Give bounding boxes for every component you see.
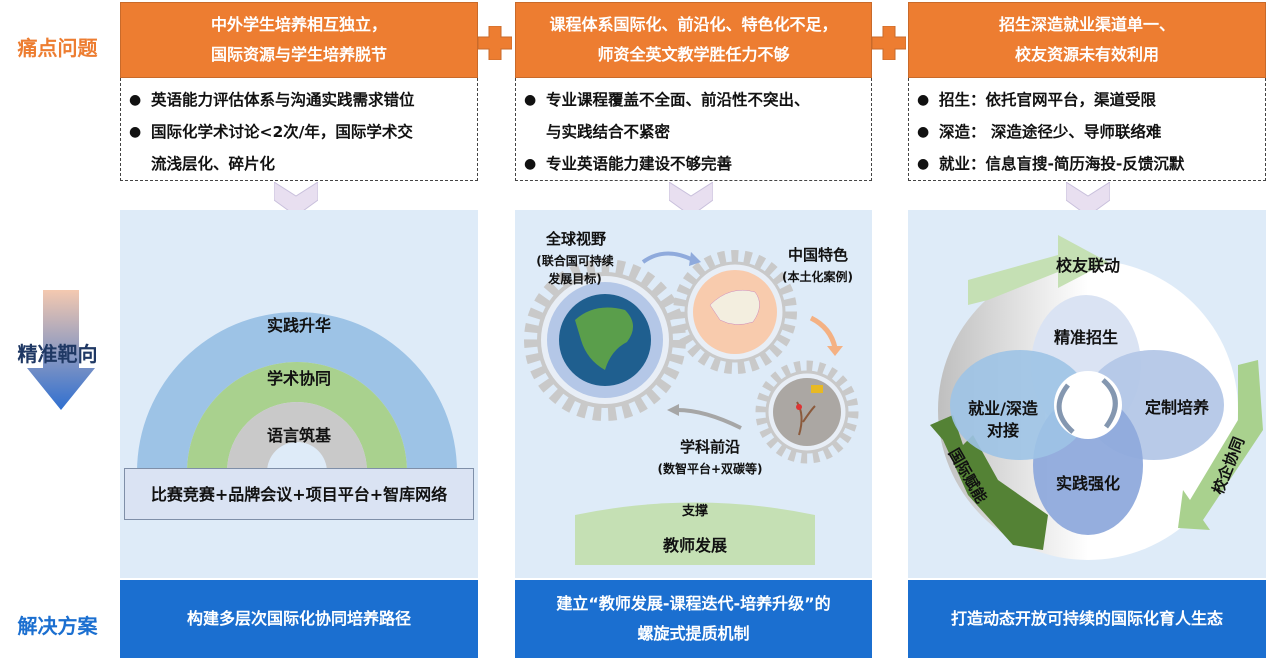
gear-global (524, 259, 686, 421)
cycle-arrow-icon (1101, 378, 1118, 429)
chevron-down-icon (669, 182, 713, 216)
arch-outer-label: 实践升华 (266, 316, 331, 335)
gear-frontier (755, 360, 859, 464)
map-icon (709, 289, 760, 325)
arrow-alumni (968, 235, 1108, 305)
china-label: 中国特色 (787, 246, 848, 264)
cycle-train: 定制培养 (1144, 398, 1209, 417)
solution-footer-2: 建立“教师发展-课程迭代-培养升级”的 螺旋式提质机制 (515, 580, 872, 658)
cycle-employment-line: 就业/深造 (968, 399, 1038, 418)
header-line: 国际资源与学生培养脱节 (210, 45, 387, 64)
target-panel-1: 实践升华 学术协同 语言筑基 比赛竞赛+品牌会议+项目平台+智库网络 (120, 210, 478, 578)
arch-diagram (137, 312, 457, 472)
arch-base-label: 比赛竞赛+品牌会议+项目平台+智库网络 (124, 468, 474, 520)
footer-line: 螺旋式提质机制 (637, 624, 750, 643)
cycle-arrow-icon (1056, 383, 1075, 434)
global-sub-line: 发展目标) (548, 272, 602, 286)
bullet-item: 专业英语能力建设不够完善 (524, 148, 863, 180)
problem-bullets-3: 招生：依托官网平台，渠道受限 深造： 深造途径少、导师联络难 就业：信息盲搜-简… (908, 78, 1266, 181)
header-line: 中外学生培养相互独立， (210, 15, 387, 34)
frontier-label: 学科前沿 (679, 438, 740, 456)
bullet-item-cont: 流浅层化、碎片化 (151, 155, 276, 173)
chevron-down-icon (1066, 182, 1110, 216)
footer-line: 建立“教师发展-课程迭代-培养升级”的 (556, 594, 831, 613)
chevron-down-icon (274, 182, 318, 216)
china-sub: (本土化案例) (782, 270, 853, 284)
problem-header-2: 课程体系国际化、前沿化、特色化不足， 师资全英文教学胜任力不够 (515, 2, 872, 78)
bullet-item: 就业：信息盲搜-简历海投-反馈沉默 (917, 148, 1257, 180)
frontier-sub: (数智平台+双碳等) (657, 462, 763, 476)
global-sub: (联合国可持续发展目标) (525, 252, 625, 288)
arch-inner-label: 语言筑基 (266, 426, 331, 445)
cycle-practice: 实践强化 (1055, 474, 1120, 493)
arch-middle-label: 学术协同 (266, 369, 331, 388)
plus-icon (478, 26, 512, 60)
row-label-solutions: 解决方案 (17, 614, 98, 638)
footer-line: 构建多层次国际化协同培养路径 (186, 609, 411, 628)
cycle-diagram (930, 235, 1263, 560)
problem-bullets-2: 专业课程覆盖不全面、前沿性不突出、 与实践结合不紧密 专业英语能力建设不够完善 (515, 78, 872, 181)
problem-header-3: 招生深造就业渠道单一、 校友资源未有效利用 (908, 2, 1266, 78)
target-panel-2: 全球视野 (联合国可持续发展目标) 中国特色 (本土化案例) 学科前沿 (数智平… (515, 210, 872, 578)
bullet-item: 招生：依托官网平台，渠道受限 (917, 84, 1257, 116)
header-line: 课程体系国际化、前沿化、特色化不足， (549, 15, 838, 34)
bullet-item: 深造： 深造途径少、导师联络难 (917, 116, 1257, 148)
down-arrow-icon (27, 290, 95, 410)
arrow-enterprise (1178, 360, 1263, 530)
support-label: 支撑 (681, 504, 708, 519)
target-panel-3: 校友联动 校企协同 国际赋能 精准招生 定制培养 实践强化 就业/深造对接 (908, 210, 1266, 578)
solution-footer-3: 打造动态开放可持续的国际化育人生态 (908, 580, 1266, 658)
cycle-employment: 就业/深造对接 (953, 398, 1053, 442)
problem-header-1: 中外学生培养相互独立， 国际资源与学生培养脱节 (120, 2, 478, 78)
row-label-problems: 痛点问题 (17, 36, 98, 60)
solution-footer-1: 构建多层次国际化协同培养路径 (120, 580, 478, 658)
cycle-employment-line: 对接 (986, 421, 1019, 440)
gears-diagram (524, 250, 859, 565)
global-label: 全球视野 (545, 230, 606, 248)
header-line: 招生深造就业渠道单一、 (998, 15, 1175, 34)
row-label-targeting: 精准靶向 (17, 342, 98, 366)
bullet-item: 英语能力评估体系与沟通实践需求错位 (129, 84, 469, 116)
gear-china (673, 250, 797, 374)
header-line: 校友资源未有效利用 (1014, 45, 1159, 64)
arrow-international (930, 415, 1048, 550)
footer-line: 打造动态开放可持续的国际化育人生态 (950, 609, 1223, 628)
bullet-item: 国际化学术讨论<2次/年，国际学术交 (129, 116, 469, 148)
plus-icon (872, 26, 906, 60)
global-sub-line: (联合国可持续 (536, 254, 614, 268)
teacher-label: 教师发展 (662, 536, 727, 555)
bullet-item: 专业课程覆盖不全面、前沿性不突出、 (524, 84, 863, 116)
alumni-arrow-label: 校友联动 (1055, 256, 1120, 275)
header-line: 师资全英文教学胜任力不够 (597, 45, 790, 64)
problem-bullets-1: 英语能力评估体系与沟通实践需求错位 国际化学术讨论<2次/年，国际学术交 流浅层… (120, 78, 478, 181)
cycle-recruit: 精准招生 (1053, 328, 1118, 347)
bullet-item-cont: 与实践结合不紧密 (546, 123, 671, 141)
